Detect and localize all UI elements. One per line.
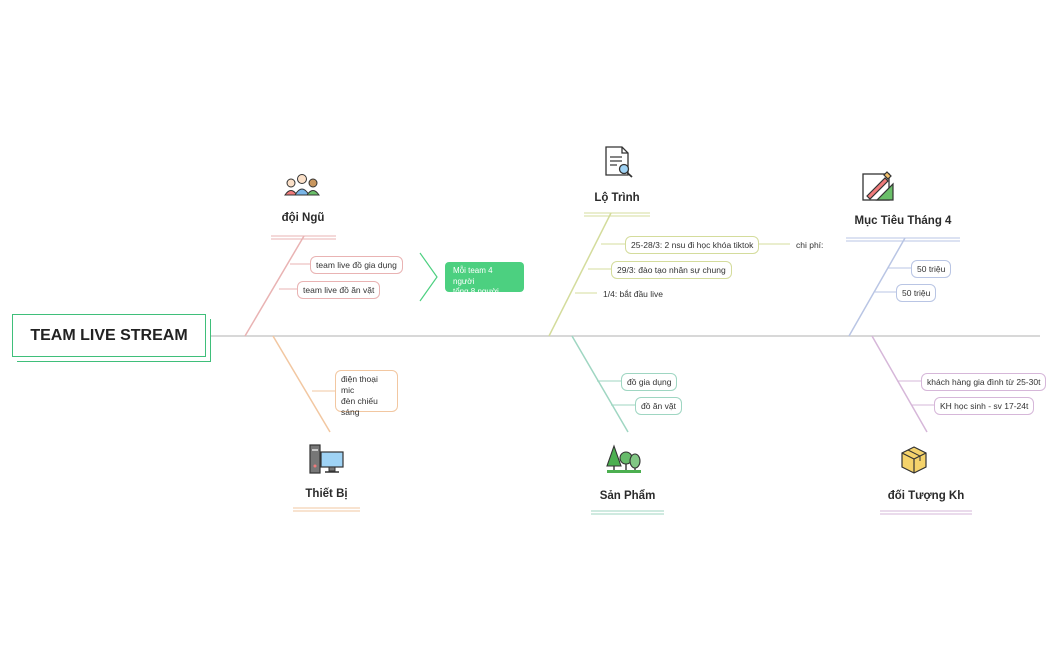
lo-trinh-item-3[interactable]: 1/4: bắt đầu live — [597, 285, 670, 303]
muc-tieu-item-2[interactable]: 50 triệu — [896, 284, 937, 302]
doi-ngu-item-1[interactable]: team live đồ gia dụng — [310, 256, 403, 274]
lo-trinh-item-2[interactable]: 29/3: đào tạo nhân sự chung — [611, 261, 732, 279]
lo-trinh-sub-item[interactable]: chi phí: — [790, 236, 830, 254]
branch-label-lo-trinh[interactable]: Lộ Trình — [594, 192, 640, 204]
san-pham-item-1[interactable]: đồ gia dụng — [621, 373, 678, 391]
team-people-icon — [282, 172, 322, 201]
doi-tuong-item-2[interactable]: KH học sinh - sv 17-24t — [934, 397, 1035, 415]
doi-ngu-item-2[interactable]: team live đồ ăn vặt — [297, 281, 381, 299]
summary-line-2: tổng 8 người — [453, 287, 499, 296]
doi-ngu-summary[interactable]: Mỗi team 4 người tổng 8 người — [445, 262, 524, 296]
branch-label-thiet-bi[interactable]: Thiết Bị — [305, 488, 348, 500]
branch-label-san-pham[interactable]: Sản Phẩm — [599, 490, 656, 502]
thiet-bi-item-3: đèn chiếu sáng — [341, 396, 378, 417]
summary-line-1: Mỗi team 4 người — [453, 266, 493, 286]
box-package-icon — [899, 445, 929, 480]
thiet-bi-item-2: mic — [341, 385, 355, 395]
pencil-ruler-icon — [861, 168, 895, 207]
desktop-computer-icon — [308, 444, 346, 479]
central-topic[interactable]: TEAM LIVE STREAM — [12, 314, 206, 357]
doi-tuong-item-1[interactable]: khách hàng gia đình từ 25-30t — [921, 373, 1047, 391]
san-pham-item-2[interactable]: đồ ăn vặt — [635, 397, 682, 415]
thiet-bi-items[interactable]: điện thoại mic đèn chiếu sáng — [335, 370, 398, 417]
branch-label-doi-ngu[interactable]: đội Ngũ — [281, 212, 325, 224]
muc-tieu-item-1[interactable]: 50 triệu — [911, 260, 952, 278]
lo-trinh-item-1[interactable]: 25-28/3: 2 nsu đi học khóa tiktok — [625, 236, 760, 254]
thiet-bi-item-1: điện thoại — [341, 374, 378, 384]
trees-icon — [606, 444, 642, 479]
document-search-icon — [604, 146, 634, 183]
branch-label-muc-tieu[interactable]: Mục Tiêu Tháng 4 — [854, 215, 952, 227]
branch-label-doi-tuong[interactable]: đối Tượng Kh — [887, 490, 965, 502]
